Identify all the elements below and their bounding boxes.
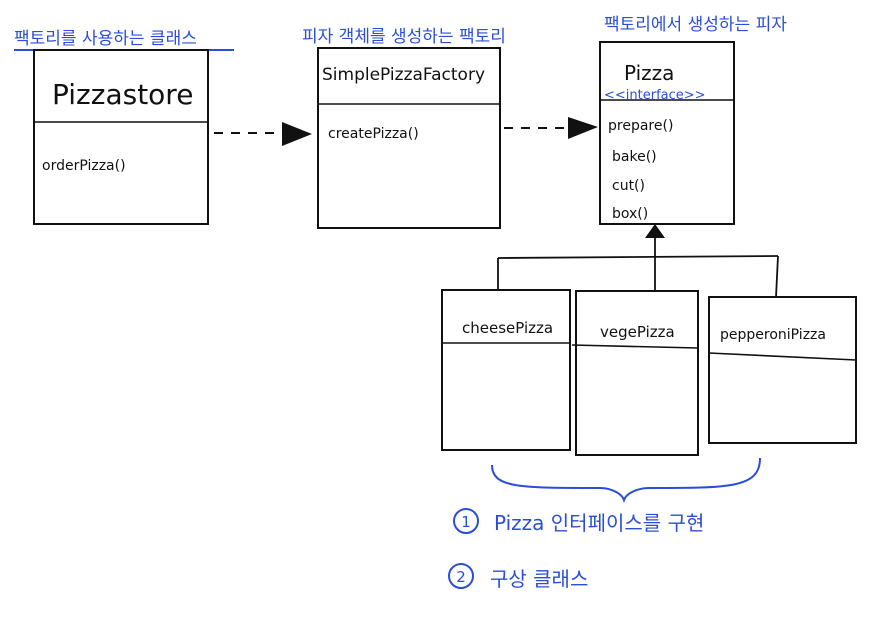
pepperoni-box bbox=[708, 296, 857, 444]
arrow-factory-to-pizza bbox=[504, 117, 598, 139]
note-1-number: 1 bbox=[461, 513, 471, 531]
arrow-store-to-factory bbox=[214, 122, 312, 146]
pizza-name: Pizza bbox=[624, 61, 674, 85]
cheese-name: cheesePizza bbox=[462, 319, 553, 337]
veggie-name: vegePizza bbox=[600, 323, 675, 341]
veggie-box bbox=[575, 290, 699, 456]
class-pizza-interface: Pizza <<interface>> prepare() bake() cut… bbox=[599, 41, 735, 225]
class-pepperoni-pizza: pepperoniPizza bbox=[708, 296, 857, 444]
cheese-box bbox=[441, 289, 571, 451]
note-1-circle bbox=[453, 508, 479, 534]
pizza-method-cut: cut() bbox=[612, 178, 645, 194]
class-pizzastore: Pizzastore orderPizza() bbox=[33, 49, 209, 225]
note-1: 1 Pizza 인터페이스를 구현 bbox=[453, 508, 704, 535]
arrow-factory-to-pizza-head bbox=[568, 117, 598, 139]
pizzastore-box bbox=[33, 49, 209, 225]
pizza-box bbox=[599, 41, 735, 225]
pizzastore-name: Pizzastore bbox=[52, 78, 193, 111]
note-2-number: 2 bbox=[456, 568, 466, 586]
class-cheese-pizza: cheesePizza bbox=[441, 289, 571, 451]
subclass-brace bbox=[491, 457, 761, 504]
pepperoni-divider bbox=[708, 352, 857, 361]
veggie-divider bbox=[571, 344, 699, 349]
factory-name: SimplePizzaFactory bbox=[322, 65, 485, 85]
caption-product: 팩토리에서 생성하는 피자 bbox=[604, 15, 787, 35]
note-1-text: Pizza 인터페이스를 구현 bbox=[494, 511, 704, 535]
class-simple-pizza-factory: SimplePizzaFactory createPizza() bbox=[317, 47, 501, 229]
inheritance-arrowhead bbox=[645, 224, 665, 238]
pizzastore-method: orderPizza() bbox=[42, 158, 126, 174]
factory-box bbox=[317, 47, 501, 229]
class-vege-pizza: vegePizza bbox=[571, 290, 699, 456]
pizza-method-box: box() bbox=[612, 206, 648, 222]
note-2-circle bbox=[448, 563, 474, 589]
pizza-method-bake: bake() bbox=[612, 149, 657, 165]
factory-method: createPizza() bbox=[328, 126, 419, 142]
note-2: 2 구상 클래스 bbox=[448, 563, 588, 591]
note-2-text: 구상 클래스 bbox=[490, 567, 588, 591]
inheritance-connector bbox=[497, 224, 779, 298]
arrow-store-to-factory-head bbox=[282, 122, 312, 146]
inheritance-bar bbox=[497, 255, 779, 259]
inheritance-branch-pepperoni bbox=[775, 255, 779, 298]
pepperoni-name: pepperoniPizza bbox=[720, 327, 826, 343]
caption-factory: 피자 객체를 생성하는 팩토리 bbox=[302, 27, 506, 47]
pizza-stereotype: <<interface>> bbox=[604, 88, 706, 103]
caption-store: 팩토리를 사용하는 클래스 bbox=[14, 29, 197, 49]
pizza-method-prepare: prepare() bbox=[608, 118, 673, 134]
